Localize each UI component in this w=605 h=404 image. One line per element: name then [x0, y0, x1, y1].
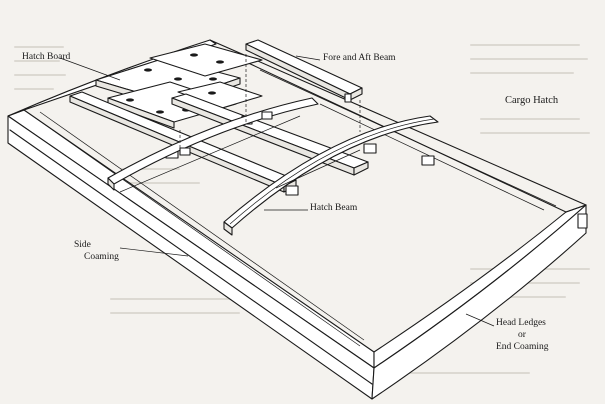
- label-fore-aft-beam: Fore and Aft Beam: [323, 53, 396, 63]
- leader-lines: [59, 55, 495, 327]
- side-coaming: [7, 109, 375, 400]
- label-head-ledges-line1: Head Ledges: [496, 318, 546, 328]
- label-hatch-board: Hatch Board: [22, 52, 71, 62]
- label-side-coaming-line2: Coaming: [84, 252, 119, 262]
- cross-braces: [119, 115, 361, 193]
- hatch-beam-rear: [107, 97, 319, 191]
- label-cargo-hatch: Cargo Hatch: [505, 95, 559, 106]
- label-head-ledges-line2: or: [518, 330, 526, 340]
- hatch-beam-front: [223, 115, 439, 236]
- label-side-coaming-line1: Side: [74, 240, 91, 250]
- label-head-ledges-line3: End Coaming: [496, 342, 549, 352]
- inner-ledges: [23, 109, 365, 347]
- assembly-guides: [179, 54, 361, 150]
- label-hatch-beam: Hatch Beam: [310, 203, 358, 213]
- end-coaming: [371, 204, 588, 400]
